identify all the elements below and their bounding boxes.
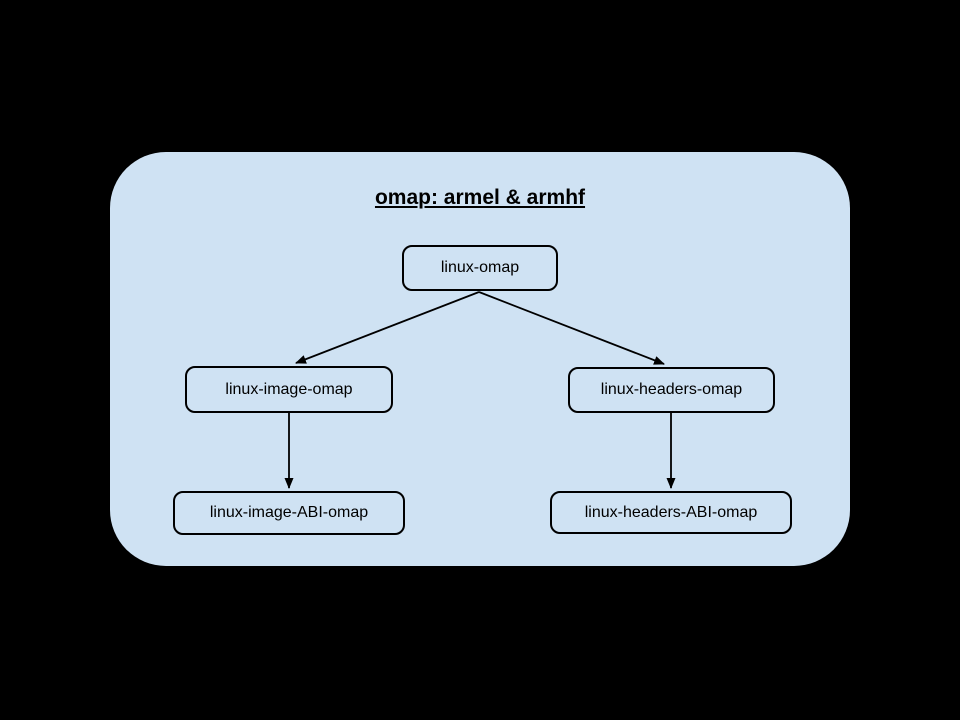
node-linux-headers-omap: linux-headers-omap — [568, 367, 775, 413]
node-label: linux-image-omap — [225, 380, 353, 398]
node-linux-headers-ABI-omap: linux-headers-ABI-omap — [550, 491, 792, 534]
node-linux-image-omap: linux-image-omap — [185, 366, 393, 413]
node-linux-image-ABI-omap: linux-image-ABI-omap — [173, 491, 405, 535]
node-label: linux-omap — [440, 259, 520, 276]
node-label: linux-headers-ABI-omap — [584, 503, 758, 521]
node-label: linux-headers-omap — [600, 381, 743, 398]
node-linux-omap: linux-omap — [402, 245, 558, 291]
node-label: linux-image-ABI-omap — [209, 504, 369, 521]
diagram-title: omap: armel & armhf — [374, 186, 586, 209]
